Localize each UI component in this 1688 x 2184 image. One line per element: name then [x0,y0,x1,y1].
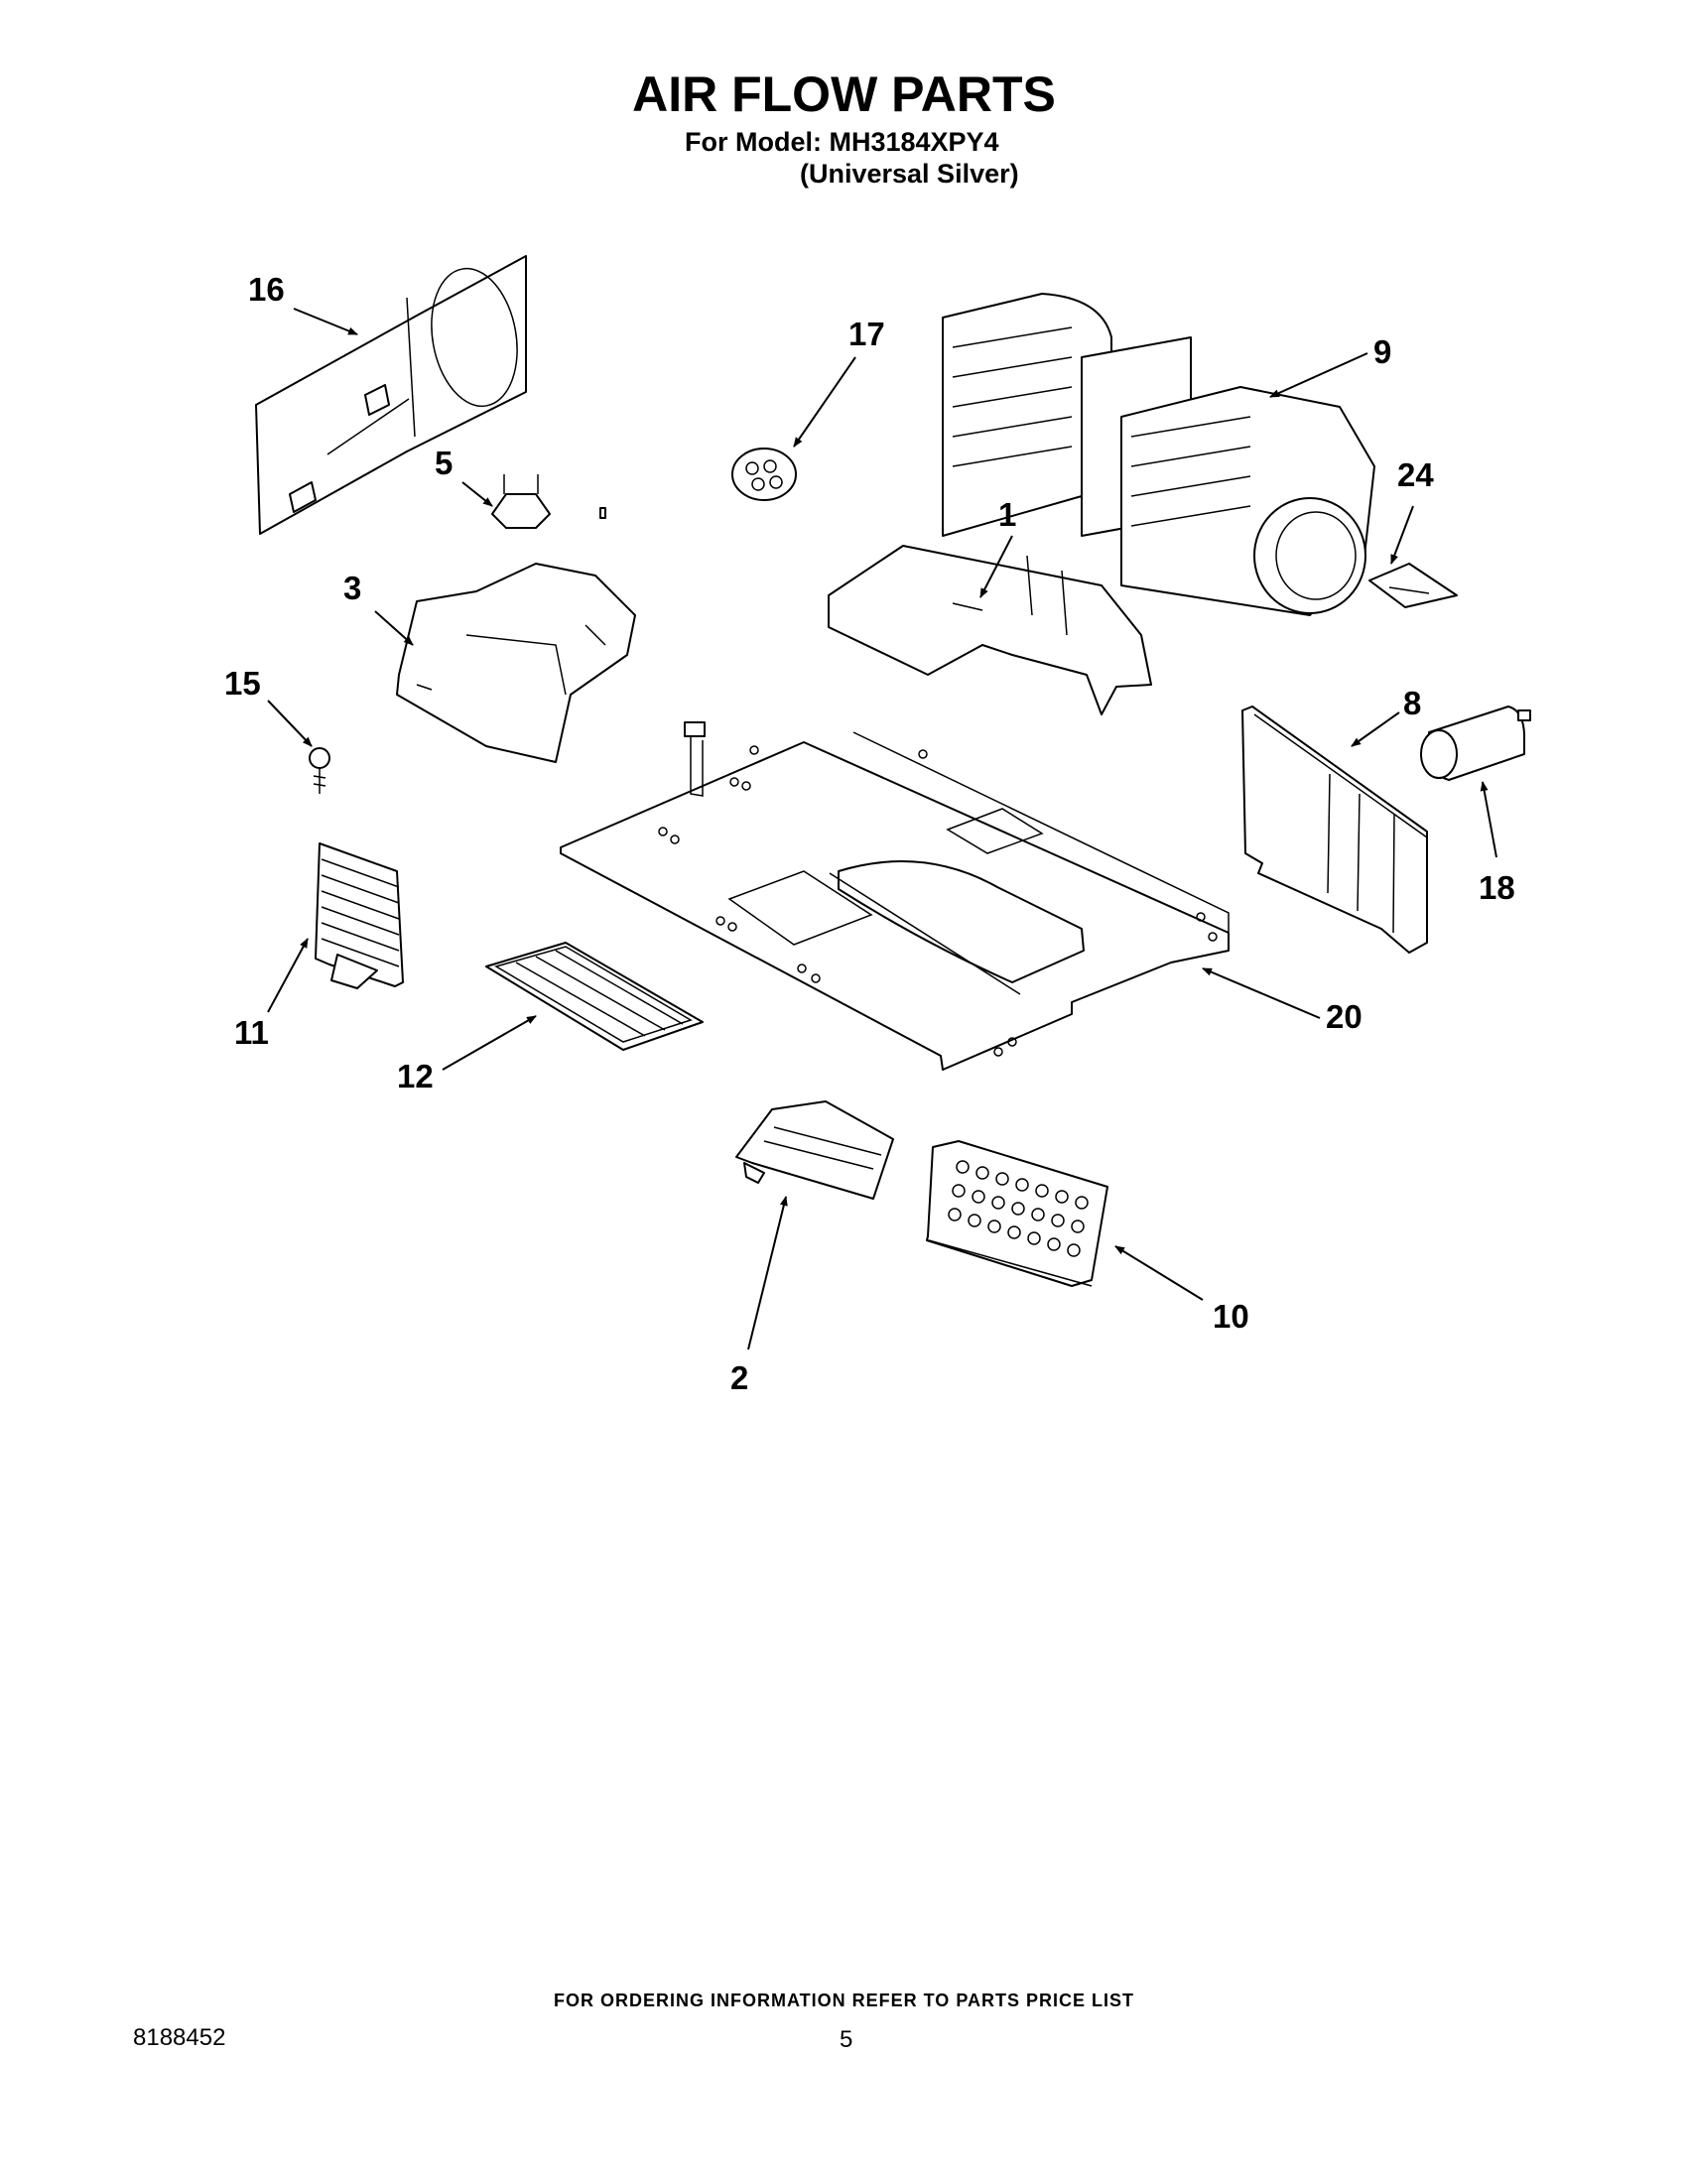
callout-label-1: 1 [998,496,1016,533]
callout-16: 16 [248,271,358,335]
callout-18: 18 [1479,781,1515,906]
callout-label-24: 24 [1397,456,1434,493]
callout-20: 20 [1202,967,1363,1035]
callout-label-2: 2 [730,1359,748,1396]
ordering-info-note: FOR ORDERING INFORMATION REFER TO PARTS … [553,1991,1134,2010]
callout-24: 24 [1390,456,1434,565]
leader-8 [1351,711,1400,747]
leader-16 [293,308,358,335]
part-20-base-plate [560,721,1230,1071]
callout-label-17: 17 [848,316,885,352]
callout-12: 12 [397,1015,537,1094]
callout-1: 1 [979,496,1016,598]
part-10-charcoal-filter [926,1140,1108,1287]
part-3-air-guide [396,563,636,763]
leader-12 [442,1015,537,1071]
leader-3 [374,610,414,646]
part-1-duct-plate [828,545,1152,715]
part-17-sensor [731,448,797,501]
callout-label-16: 16 [248,271,285,308]
leader-18 [1480,781,1497,858]
page-title: AIR FLOW PARTS [632,66,1056,122]
callout-label-8: 8 [1403,685,1421,721]
part-5-thermal-cutout [491,474,606,529]
callout-15: 15 [224,665,313,747]
callout-2: 2 [730,1196,788,1396]
part-12-grease-filter [485,942,704,1051]
callout-label-20: 20 [1326,998,1363,1035]
part-8-bracket [1241,706,1428,954]
part-18-capacitor [1420,706,1531,781]
callout-label-15: 15 [224,665,261,702]
callout-11: 11 [234,938,309,1051]
document-number: 8188452 [133,2024,226,2051]
leader-15 [267,700,313,747]
leader-10 [1114,1245,1204,1301]
part-24-shield [1368,563,1458,608]
callout-3: 3 [343,570,414,646]
callout-label-10: 10 [1213,1298,1249,1335]
part-16-panel [255,255,527,535]
callout-label-3: 3 [343,570,361,606]
callout-label-5: 5 [435,445,453,481]
callout-10: 10 [1114,1245,1249,1335]
leader-5 [461,481,493,507]
leader-20 [1202,967,1321,1019]
callout-9: 9 [1269,333,1391,398]
callout-5: 5 [435,445,493,507]
callout-label-12: 12 [397,1058,434,1094]
callout-label-11: 11 [234,1014,269,1051]
page-number: 5 [840,2026,853,2053]
callout-label-18: 18 [1479,869,1515,906]
callout-8: 8 [1351,685,1421,747]
finish-line: (Universal Silver) [800,159,1019,189]
part-9-blower-motor [942,293,1375,616]
leader-9 [1269,352,1368,398]
callout-17: 17 [793,316,885,448]
part-2-damper [735,1100,894,1200]
callout-label-9: 9 [1373,333,1391,370]
leader-2 [747,1196,788,1350]
part-15-screw [309,747,330,794]
part-11-louver [315,842,404,989]
leader-24 [1390,505,1414,565]
leader-17 [793,356,856,448]
model-line: For Model: MH3184XPY4 [685,127,999,157]
leader-11 [267,938,309,1013]
leader-1 [979,535,1013,598]
